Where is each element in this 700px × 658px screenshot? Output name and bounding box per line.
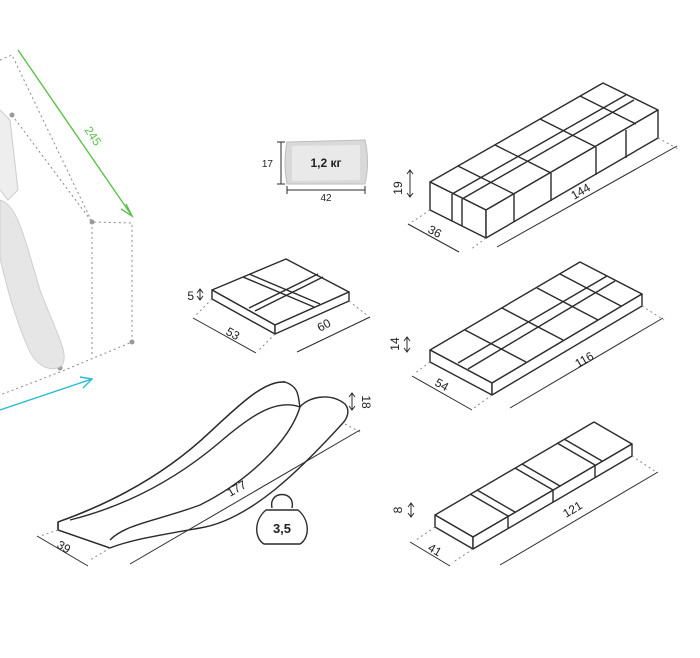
bag-height-label: 17	[262, 159, 274, 170]
frame-outline	[0, 54, 133, 396]
long-box-top: 19 36 144	[391, 82, 681, 253]
height-dimension-line	[17, 49, 133, 217]
long-box-bottom-height-label: 8	[391, 506, 405, 513]
frame-edge	[11, 114, 93, 223]
flat-box-length-label: 60	[315, 316, 334, 335]
long-box-mid: 14 54 116	[388, 261, 665, 411]
bag-weight-label: 1,2 кг	[310, 156, 341, 170]
long-box-top-height-label: 19	[391, 181, 405, 195]
long-box-mid-height-label: 14	[388, 337, 402, 351]
wave-slide: 18 39 177	[36, 381, 373, 567]
flat-box-height-label: 5	[187, 289, 194, 303]
flat-box: 5 53 60	[187, 258, 371, 354]
frame-joint	[129, 339, 135, 345]
slide-frame-assembly: 245	[0, 49, 135, 411]
frame-slide-surface	[0, 199, 65, 370]
wave-slide-height-label: 18	[359, 395, 373, 409]
wave-slide-width-label: 39	[54, 538, 73, 557]
frame-joint	[9, 112, 15, 118]
hardware-bag: 1,2 кг 17 42	[262, 139, 368, 204]
width-dimension-line	[0, 378, 93, 411]
flat-box-depth-label: 53	[224, 324, 243, 343]
wave-slide-weight-label: 3,5	[273, 521, 291, 536]
long-box-mid-length-label: 116	[573, 349, 597, 371]
bag-width-label: 42	[320, 193, 332, 204]
frame-joint	[89, 219, 95, 225]
frame-height-label: 245	[82, 124, 105, 149]
long-box-top-depth-label: 36	[426, 222, 445, 241]
long-box-bottom: 8 41 121	[391, 421, 659, 567]
long-box-bottom-depth-label: 41	[426, 540, 445, 559]
kettlebell-icon: 3,5	[256, 493, 308, 545]
frame-ladder	[0, 109, 19, 201]
long-box-mid-depth-label: 54	[433, 375, 452, 394]
